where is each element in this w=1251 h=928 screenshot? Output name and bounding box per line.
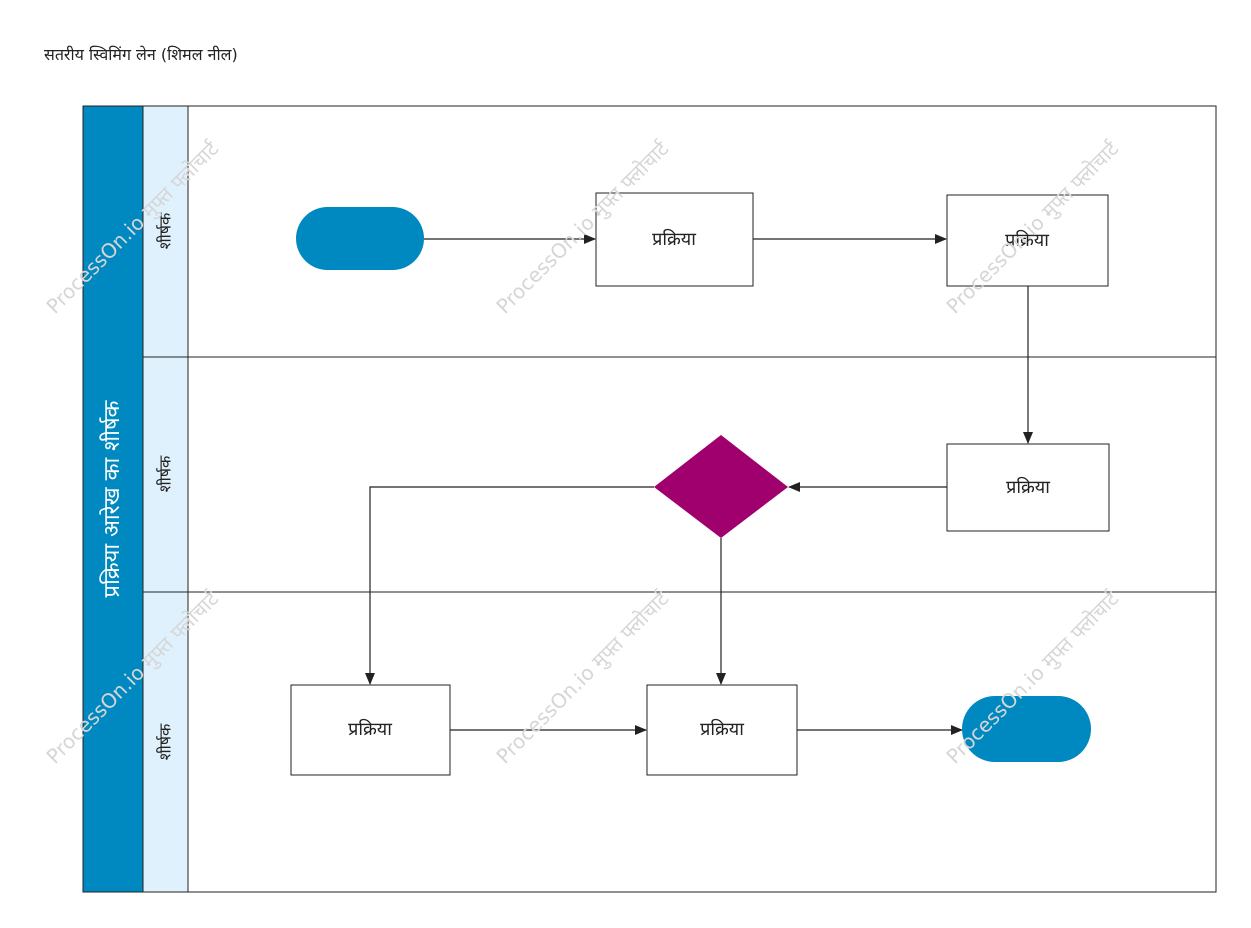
lane-2-label: शीर्षक xyxy=(156,455,175,492)
start-terminal[interactable] xyxy=(296,207,424,270)
decision-diamond[interactable] xyxy=(654,435,788,538)
process-box-1-label: प्रक्रिया xyxy=(652,228,696,250)
lane-1-label: शीर्षक xyxy=(156,212,175,249)
lane-header-1[interactable] xyxy=(142,105,189,358)
connector-decision-to-process-4[interactable] xyxy=(365,486,654,685)
process-box-2-label: प्रक्रिया xyxy=(1005,229,1049,251)
pool-header-label: प्रक्रिया आरेख का शीर्षक xyxy=(99,399,125,597)
end-terminal[interactable] xyxy=(962,696,1091,762)
lane-header-2[interactable] xyxy=(142,356,189,593)
process-box-2[interactable] xyxy=(946,194,1109,287)
process-box-4-label: प्रक्रिया xyxy=(348,718,392,740)
process-box-1[interactable] xyxy=(595,192,754,287)
process-box-4[interactable] xyxy=(290,684,451,776)
lane-header-3[interactable] xyxy=(142,591,189,893)
process-box-3-label: प्रक्रिया xyxy=(1006,476,1050,498)
pool-header[interactable] xyxy=(82,105,144,893)
process-box-5[interactable] xyxy=(646,684,798,776)
process-box-3[interactable] xyxy=(946,443,1110,532)
process-box-5-label: प्रक्रिया xyxy=(700,718,744,740)
lane-3-label: शीर्षक xyxy=(156,723,175,760)
page-title: सतरीय स्विमिंग लेन (शिमल नील) xyxy=(44,45,238,64)
